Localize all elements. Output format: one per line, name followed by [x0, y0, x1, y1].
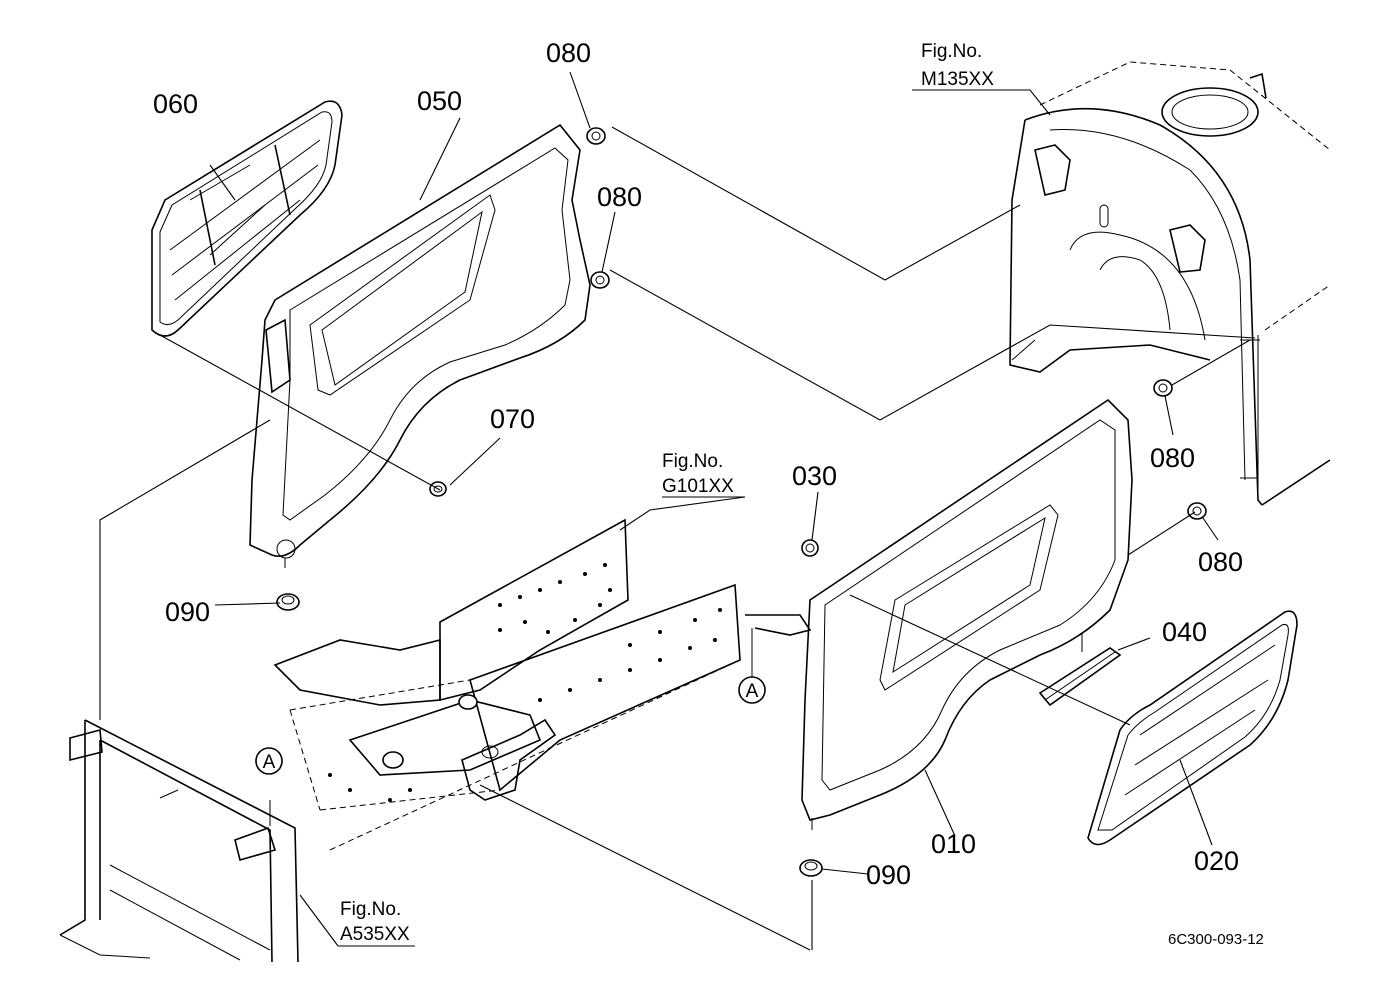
part-label-090-right: 090 [866, 860, 911, 890]
part-label-080-mid: 080 [597, 182, 642, 212]
grommet-080-c [1153, 379, 1173, 397]
leader-lines [99, 71, 1256, 951]
fig-ref-a535-caption: Fig.No. [340, 899, 401, 920]
fig-ref-g101-number: G101XX [662, 476, 734, 497]
hood-assembly [1009, 61, 1331, 506]
part-label-020: 020 [1194, 846, 1239, 876]
reference-marker-a-left: A [255, 747, 283, 775]
grille-020 [1087, 610, 1298, 846]
grommet-090-a [276, 593, 300, 611]
part-label-080-right-b: 080 [1198, 547, 1243, 577]
side-panel-010 [801, 398, 1133, 830]
part-label-030: 030 [792, 461, 837, 491]
grommet-090-b [799, 859, 823, 877]
diagram-code: 6C300-093-12 [1168, 931, 1264, 948]
lower-frame [59, 719, 299, 963]
fig-ref-m135-number: M135XX [921, 69, 994, 90]
marker-a-left-letter: A [263, 752, 276, 773]
part-label-050: 050 [417, 86, 462, 116]
fig-ref-m135-caption: Fig.No. [921, 41, 982, 62]
side-panel-050 [249, 123, 591, 568]
part-label-090-left: 090 [165, 597, 210, 627]
part-label-080-top: 080 [546, 38, 591, 68]
fig-ref-g101-caption: Fig.No. [662, 451, 723, 472]
fig-ref-a535-number: A535XX [340, 924, 410, 945]
grommet-080-d [1187, 502, 1207, 520]
grille-060 [151, 100, 343, 337]
figure-references: Fig.No. M135XX Fig.No. G101XX Fig.No. A5… [340, 41, 994, 945]
grommet-080-b [590, 271, 610, 289]
marker-a-right-letter: A [746, 681, 759, 702]
part-number-labels: 060 050 080 080 070 090 030 080 080 040 … [153, 38, 1243, 890]
part-label-040: 040 [1162, 617, 1207, 647]
grommet-080-a [586, 127, 606, 145]
part-label-010: 010 [931, 829, 976, 859]
strip-040 [1038, 647, 1122, 707]
clip-030 [801, 539, 819, 557]
part-label-070: 070 [490, 404, 535, 434]
clip-070 [429, 481, 447, 497]
part-label-060: 060 [153, 89, 198, 119]
rail-holes [328, 563, 722, 802]
frame-rails [273, 518, 812, 851]
part-label-080-right-a: 080 [1150, 443, 1195, 473]
reference-marker-a-right: A [738, 676, 766, 704]
